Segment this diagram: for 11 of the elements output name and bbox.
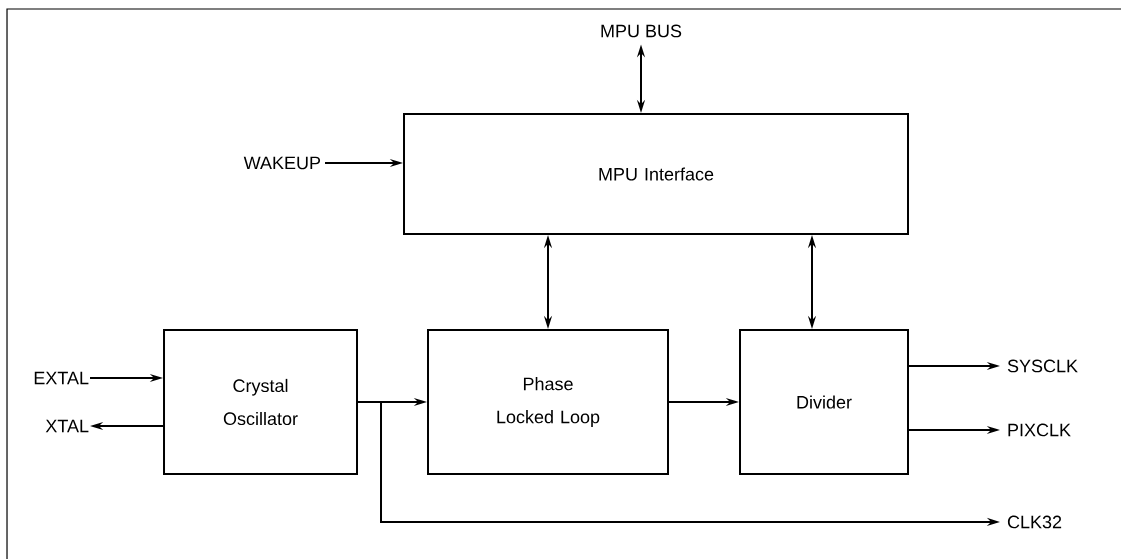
signal-label: SYSCLK xyxy=(1007,359,1078,373)
signal-label: PIXCLK xyxy=(1008,423,1071,437)
signal-label: XTAL xyxy=(45,419,89,433)
block-box: Divider xyxy=(739,329,909,475)
block-box: Crystal Oscillator xyxy=(163,329,358,475)
signal-label: CLK32 xyxy=(1007,515,1062,529)
block-box: MPU Interface xyxy=(403,113,909,235)
block-box: Phase Locked Loop xyxy=(427,329,669,475)
signal-label: WAKEUP xyxy=(243,156,321,170)
signal-label: EXTAL xyxy=(34,371,89,385)
signal-label: MPU BUS xyxy=(601,24,682,38)
